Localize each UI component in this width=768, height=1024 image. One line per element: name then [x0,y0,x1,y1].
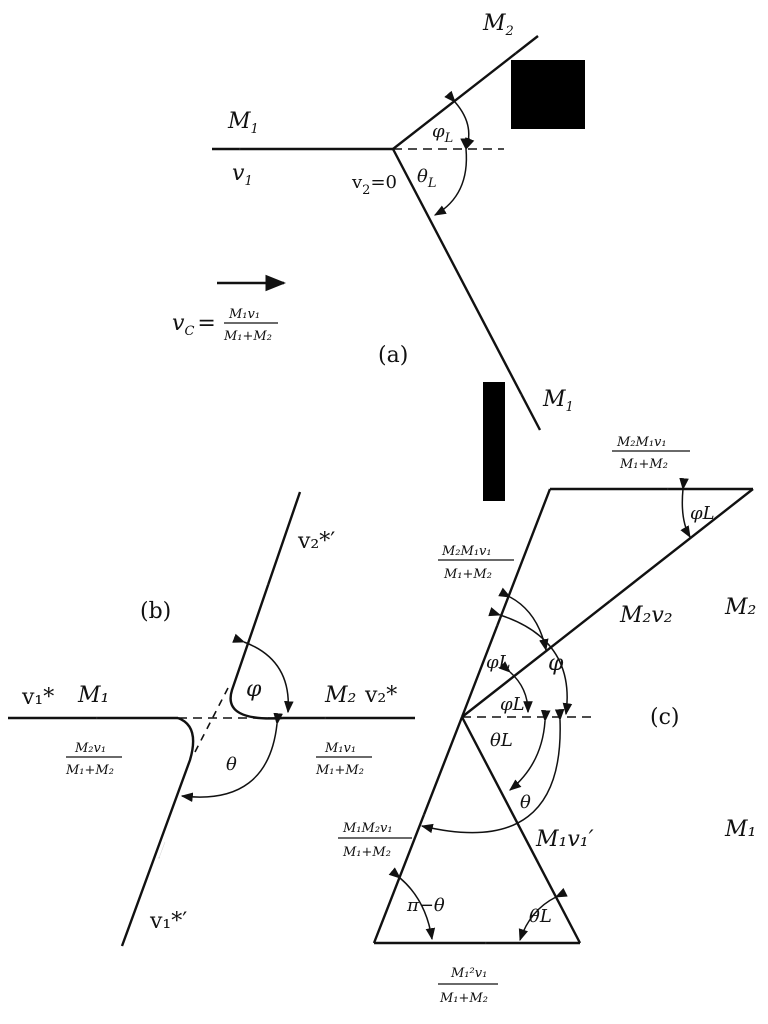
m1v1-prime-arrow [529,844,538,860]
v1-prime-label: v₁*′ [149,909,187,934]
panel-b [8,491,415,947]
panel-c [372,477,754,945]
lower-left-arrow [424,799,431,815]
bottom-fraction-den: M₁+M₂ [439,991,488,1006]
phi-arc [488,607,573,716]
top-fraction-num: M₂M₁v₁ [616,435,667,450]
m1-incoming-label: M1 [227,109,259,137]
panel-a [212,35,542,431]
left-fraction-den: M₁+M₂ [65,763,114,778]
phi-l-a-arc [498,587,549,652]
phi-l-top-label: φL [690,503,715,524]
top-fraction-den: M₁+M₂ [619,457,668,472]
pi-minus-theta-label: π−θ [406,895,445,916]
v1-label: v1 [232,161,253,189]
m1-outgoing-label: M1 [542,387,574,415]
v2-prime-arrow [261,584,268,601]
panel-a-labels: M2 M1 v1 v2=0 φL θL M1 vC= M₁v₁ M₁+M₂ (a… [172,11,574,415]
theta-arc [420,709,565,834]
phi-l-a-label: φL [486,652,511,673]
theta-label: θ [226,754,237,775]
redaction-box-middle [483,382,505,501]
v2-star-label: v₂* [364,683,397,708]
phi-l-b-label: φL [500,694,525,715]
vc-denominator: M₁+M₂ [223,329,272,344]
v2-curve [229,491,302,720]
m1-scatter-line [391,148,542,431]
panel-a-label: (a) [378,343,408,368]
pi-minus-theta-arc [388,867,436,941]
theta-l-arc [433,137,470,216]
v2-prime-label: v₂*′ [297,529,335,554]
theta-l-bottom-label: θL [529,906,552,927]
phi-l-top-arc [679,477,691,539]
phi-c-label: φ [548,651,564,676]
upper-left-arrow [490,625,497,641]
lower-left-num: M₁M₂v₁ [342,821,393,836]
panel-b-label: (b) [140,599,171,624]
m1v1-prime-label: M₁v₁′ [535,827,594,852]
m1-label: M₁ [77,683,109,708]
phi-l-arc [444,90,475,151]
phi-label: φ [246,677,262,702]
phi-l-b-arc [498,661,533,714]
right-fraction-num: M₁v₁ [324,741,356,756]
theta-l-mid-label: θL [490,730,513,751]
phi-l-label: φL [432,121,453,146]
bottom-fraction-num: M₁²v₁ [450,966,487,981]
theta-c-label: θ [520,792,531,813]
m1-scatter-arrow [513,380,521,395]
panel-b-labels: (b) v₂*′ φ θ v₁* M₁ M₂ v₂* M₂v₁ M₁+M₂ M₁… [21,529,397,934]
upper-left-num: M₂M₁v₁ [441,544,492,559]
phi-arc [232,633,294,714]
theta-l-bottom-arc [518,887,568,942]
upper-left-den: M₁+M₂ [443,567,492,582]
m2v2-arrow [596,601,610,612]
redaction-box-top [511,60,585,129]
m2-scatter-arrow [499,53,516,66]
m2-label: M₂ [324,683,356,708]
lower-left-den: M₁+M₂ [342,845,391,860]
v2-zero-label: v2=0 [351,172,397,198]
theta-l-label: θL [417,166,436,191]
panel-c-labels: M₂M₁v₁ M₁+M₂ φL M₂M₁v₁ M₁+M₂ M₂v₂ M₂ φL … [338,435,756,1006]
m1-side-label: M₁ [724,817,756,842]
left-fraction-num: M₂v₁ [74,741,106,756]
v1-prime-arrow [159,841,166,858]
theta-l-mid-arc [509,709,551,791]
m2-side-label: M₂ [724,595,756,620]
m2-label: M2 [482,11,514,39]
m2v2-label: M₂v₂ [619,603,673,628]
panel-c-label: (c) [650,705,680,730]
theta-arc [180,712,283,803]
vc-lhs: vC= [172,311,216,339]
right-fraction-den: M₁+M₂ [315,763,364,778]
vc-numerator: M₁v₁ [228,307,260,322]
b-oblique-dashed [194,687,229,753]
v1-star-label: v₁* [21,685,54,710]
